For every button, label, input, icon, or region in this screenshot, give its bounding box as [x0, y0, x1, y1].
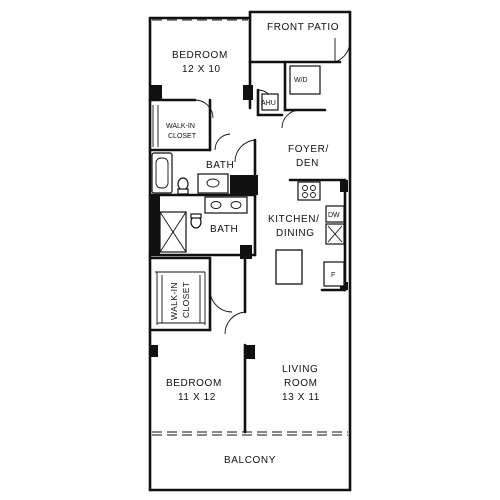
label-balcony: BALCONY [224, 455, 276, 466]
label-dining: DINING [276, 228, 315, 239]
balcony-railing [152, 19, 348, 436]
room-labels: FRONT PATIO BEDROOM 12 X 10 W/D AHU WALK… [166, 22, 340, 466]
label-bath-2: BATH [210, 224, 238, 235]
label-bedroom-2-dims: 11 X 12 [178, 392, 216, 403]
door-swings [194, 38, 351, 335]
label-living-dims: 13 X 11 [282, 392, 320, 403]
label-dw: DW [328, 212, 340, 219]
kitchen-appliances [261, 65, 345, 287]
wall-columns [150, 85, 348, 359]
bath-fixtures [151, 152, 248, 253]
label-wd: W/D [294, 77, 308, 84]
label-den: DEN [296, 158, 319, 169]
label-bedroom-1: BEDROOM [172, 50, 228, 61]
label-fridge: F [331, 272, 335, 279]
label-room: ROOM [284, 378, 318, 389]
closet-shelves [152, 105, 206, 325]
label-bedroom-2: BEDROOM [166, 378, 222, 389]
label-foyer: FOYER/ [288, 144, 329, 155]
label-walkin-closet-1b: CLOSET [168, 133, 197, 140]
label-walkin-closet-2b: CLOSET [181, 282, 191, 318]
label-living: LIVING [282, 364, 318, 375]
label-kitchen: KITCHEN/ [268, 214, 319, 225]
label-bedroom-1-dims: 12 X 10 [182, 64, 221, 75]
label-front-patio: FRONT PATIO [267, 22, 339, 33]
label-ahu: AHU [261, 100, 276, 107]
label-bath-1: BATH [206, 160, 234, 171]
interior-walls [148, 60, 347, 434]
label-walkin-closet-1a: WALK-IN [166, 123, 195, 130]
label-walkin-closet-2a: WALK-IN [169, 282, 179, 320]
